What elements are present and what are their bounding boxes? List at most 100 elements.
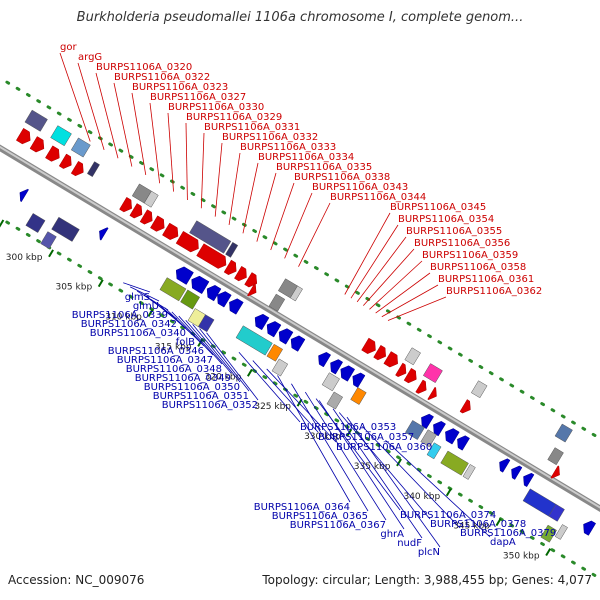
gene-label: BURPS1106A_0365 <box>272 511 368 522</box>
gene-label: BURPS1106A_0332 <box>222 132 318 143</box>
label-leaders <box>59 52 491 548</box>
feature-box <box>143 190 159 208</box>
label-leader <box>291 383 369 512</box>
label-leader <box>350 224 399 299</box>
label-leader <box>346 416 441 548</box>
reverse-gene-arrow <box>278 328 294 345</box>
label-leader <box>277 375 351 503</box>
gene-label: BURPS1106A_0334 <box>258 152 354 163</box>
reverse-gene-arrow <box>330 359 344 375</box>
kbp-label: 325 kbp <box>254 402 291 412</box>
kbp-tick <box>246 368 253 377</box>
accession-text: Accession: NC_009076 <box>8 573 145 587</box>
label-leader <box>304 391 387 521</box>
label-leader <box>185 319 232 374</box>
forward-gene-arrow <box>373 344 386 361</box>
gene-label: BURPS1106A_0378 <box>430 519 526 530</box>
kbp-label: 300 kbp <box>6 253 43 263</box>
kbp-tick <box>545 548 552 556</box>
label-leader <box>59 52 91 142</box>
feature-box <box>321 372 340 392</box>
label-leader <box>284 192 313 259</box>
kbp-tick <box>445 488 452 497</box>
feature-box <box>24 109 48 132</box>
forward-gene-arrow <box>395 362 407 377</box>
kbp-label: 330 kbp <box>304 432 341 442</box>
forward-gene-arrow <box>234 265 247 282</box>
gene-label: dapA <box>490 537 516 548</box>
forward-gene-arrow <box>45 145 60 162</box>
gene-label: BURPS1106A_0331 <box>204 122 300 133</box>
gene-label: BURPS1106A_0360 <box>336 442 432 453</box>
label-leader <box>270 182 295 251</box>
label-leader <box>356 236 407 303</box>
gene-label: BURPS1106A_0352 <box>162 400 258 411</box>
feature-box <box>159 277 187 302</box>
label-leader <box>369 260 423 310</box>
feature-box <box>189 220 232 254</box>
gene-label: BURPS1106A_0338 <box>294 172 390 183</box>
kbp-tick <box>0 219 5 228</box>
forward-gene-arrow <box>361 337 376 354</box>
kbp-tick <box>197 339 204 347</box>
label-leader <box>178 315 223 365</box>
forward-gene-arrow <box>150 215 165 232</box>
label-leader <box>332 408 423 539</box>
reverse-gene-arrow <box>290 335 306 352</box>
gene-label: argG <box>78 52 102 63</box>
genome-backbone <box>0 144 600 513</box>
label-leader <box>199 328 250 392</box>
outer-track-border <box>0 76 600 441</box>
feature-track <box>15 109 597 543</box>
gene-label: BURPS1106A_0379 <box>460 528 556 539</box>
feature-box <box>25 213 46 233</box>
reverse-gene-arrow <box>499 458 511 473</box>
forward-gene-arrow <box>15 127 31 145</box>
feature-box <box>266 343 284 362</box>
label-leader <box>375 272 431 314</box>
forward-gene-arrow <box>383 351 398 368</box>
gene-label: BURPS1106A_0335 <box>276 162 372 173</box>
gene-label: BURPS1106A_0327 <box>150 92 246 103</box>
label-leader <box>381 284 439 318</box>
kbp-label: 315 kbp <box>155 342 192 352</box>
feature-box <box>70 137 91 158</box>
reverse-gene-arrow <box>175 266 194 285</box>
gene-label: BURPS1106A_0355 <box>406 226 502 237</box>
label-leader <box>266 368 337 443</box>
gene-label: BURPS1106A_0345 <box>390 202 486 213</box>
feature-box <box>50 125 72 147</box>
label-leader <box>167 112 174 192</box>
forward-gene-arrow <box>70 160 84 177</box>
gene-label: BURPS1106A_0343 <box>312 182 408 193</box>
feature-box <box>350 387 367 405</box>
feature-box <box>289 285 303 302</box>
gene-label: nudF <box>397 538 422 549</box>
feature-box <box>235 325 273 356</box>
gene-label: glmS <box>125 292 150 303</box>
forward-gene-arrow <box>550 465 560 479</box>
label-leader <box>228 152 241 226</box>
feature-box <box>422 363 443 384</box>
feature-box <box>540 524 557 543</box>
label-leader <box>123 282 151 293</box>
kbp-tick <box>97 279 104 288</box>
map-title: Burkholderia pseudomallei 1106a chromoso… <box>76 10 524 25</box>
forward-gene-arrow <box>196 243 227 269</box>
label-leader <box>185 122 188 200</box>
feature-box <box>554 524 568 540</box>
gene-label: BURPS1106A_0320 <box>96 62 192 73</box>
reverse-gene-arrow <box>229 298 244 315</box>
kbp-label: 335 kbp <box>354 462 391 472</box>
gene-label: BURPS1106A_0322 <box>114 72 210 83</box>
feature-box <box>268 293 286 312</box>
reverse-gene-arrow <box>583 520 597 536</box>
reverse-gene-arrow <box>266 321 282 338</box>
forward-gene-arrow <box>175 230 199 253</box>
label-leader <box>149 102 161 184</box>
kbp-label: 340 kbp <box>403 492 440 502</box>
feature-box <box>326 391 344 410</box>
forward-gene-arrow <box>162 222 179 240</box>
feature-box <box>405 420 425 440</box>
